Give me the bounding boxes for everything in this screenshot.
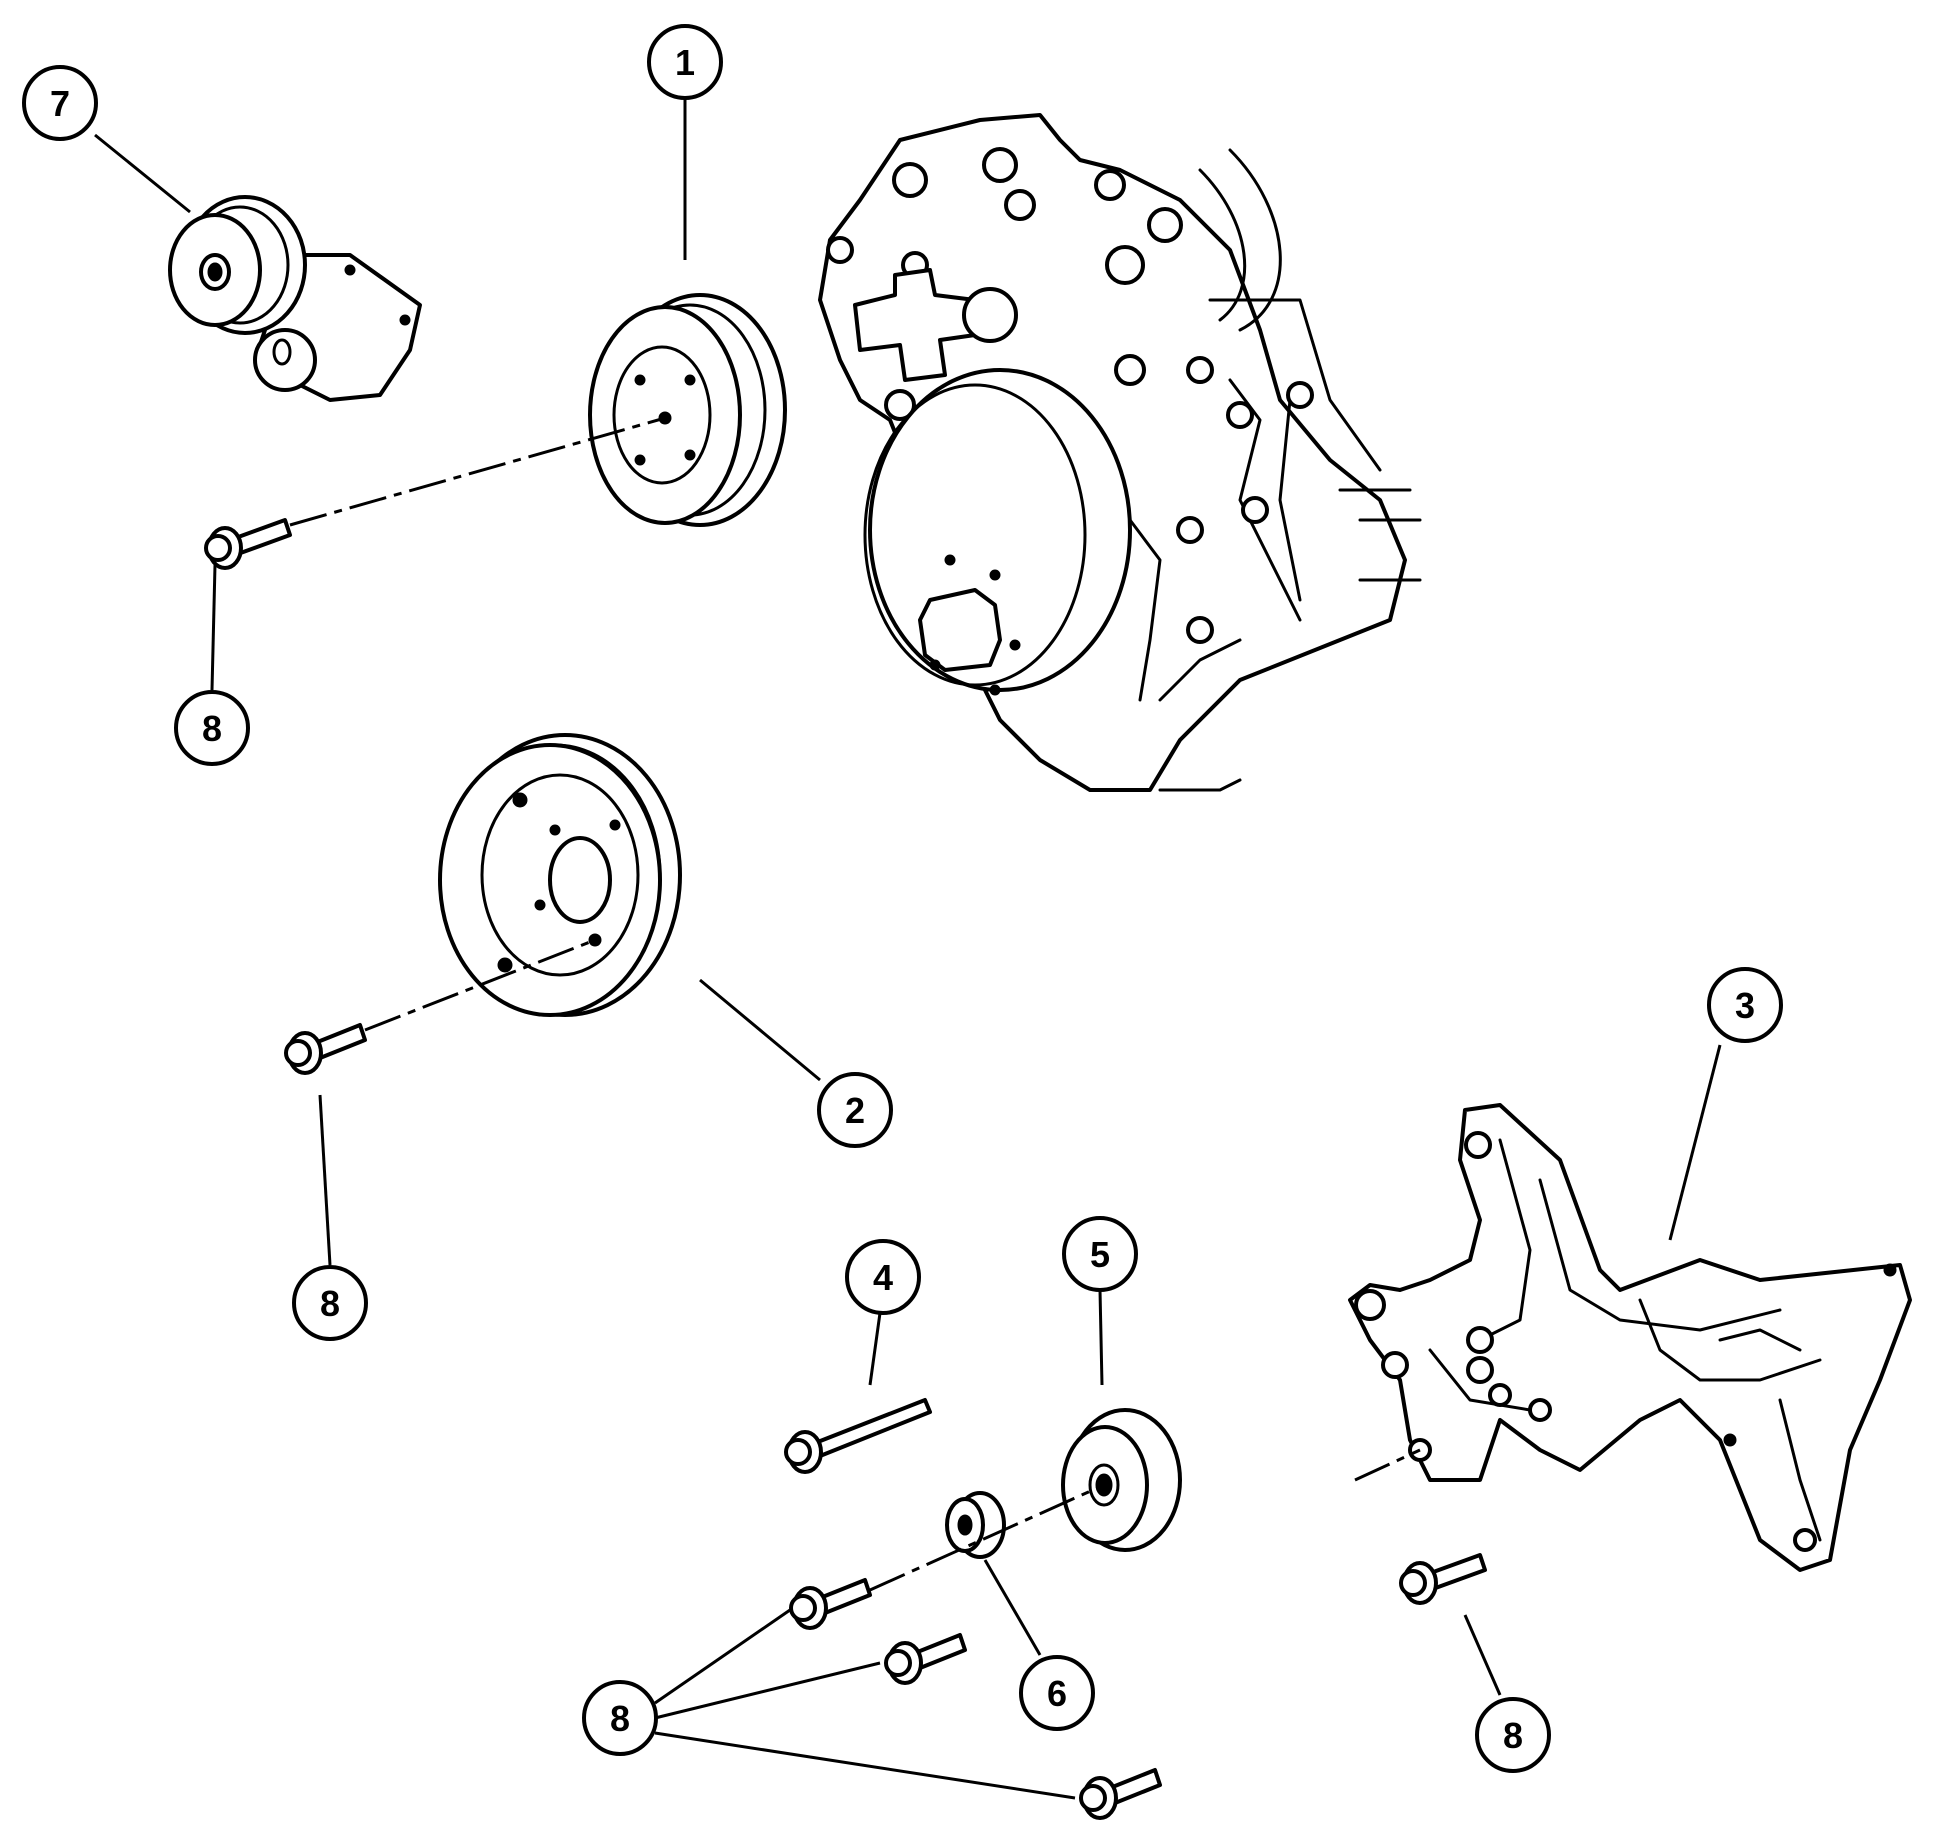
callout-label-1: 1: [675, 42, 695, 83]
callout-label-2: 2: [845, 1090, 865, 1131]
callout-6: 6: [1019, 1655, 1095, 1731]
callout-label-8-middle: 8: [320, 1283, 340, 1324]
callout-label-8-lower: 8: [610, 1698, 630, 1739]
bolt-part-8-lower-a: [789, 1578, 872, 1630]
callout-label-4: 4: [873, 1257, 893, 1298]
bolt-part-8-middle: [284, 1023, 367, 1075]
callout-8-lower: 8: [582, 1680, 658, 1756]
belt-tensioner: [168, 195, 422, 402]
pulley-2: [438, 733, 682, 1017]
axis-pulley-1: [289, 416, 666, 527]
callout-8-upper: 8: [174, 690, 250, 766]
axis-bracket: [1354, 1448, 1421, 1482]
bolt-part-8-right: [1399, 1553, 1487, 1605]
mounting-bracket: [1348, 1103, 1912, 1572]
callout-3: 3: [1707, 967, 1783, 1043]
engine-front-assembly: [818, 113, 1422, 792]
callout-label-8-upper: 8: [202, 708, 222, 749]
callout-label-7: 7: [50, 83, 70, 124]
callout-2: 2: [817, 1072, 893, 1148]
callout-label-6: 6: [1047, 1673, 1067, 1714]
spacer: [945, 1491, 1006, 1559]
axis-idler: [869, 1483, 1105, 1592]
callout-label-5: 5: [1090, 1234, 1110, 1275]
bolt-part-8-lower-c: [1079, 1768, 1162, 1820]
callout-1: 1: [647, 24, 723, 100]
callout-8-right: 8: [1475, 1697, 1551, 1773]
idler-pulley: [1061, 1408, 1182, 1552]
bolt-part-8-lower-b: [884, 1633, 967, 1685]
callout-4: 4: [845, 1239, 921, 1315]
callout-5: 5: [1062, 1216, 1138, 1292]
bolt-part-8-upper: [204, 518, 292, 570]
pulley-1: [588, 293, 787, 527]
axis-pulley-2: [364, 938, 596, 1032]
callout-label-3: 3: [1735, 985, 1755, 1026]
bolt-part-4: [784, 1398, 932, 1474]
callout-7: 7: [22, 65, 98, 141]
leader-lines: [94, 98, 1722, 1800]
callout-8-middle: 8: [292, 1265, 368, 1341]
callout-label-8-right: 8: [1503, 1715, 1523, 1756]
